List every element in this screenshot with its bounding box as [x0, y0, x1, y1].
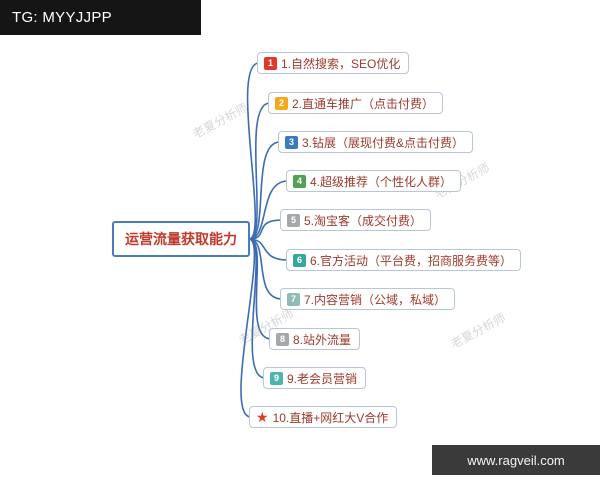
branch-label: 4.超级推荐（个性化人群） — [310, 174, 453, 189]
branch-label: 10.直播+网红大V合作 — [272, 410, 389, 425]
branch-label: 1.自然搜索，SEO优化 — [281, 56, 401, 71]
priority-2-icon: 2 — [275, 96, 288, 110]
branch-node-9[interactable]: 9 9.老会员营销 — [263, 367, 367, 389]
branch-label: 3.钻展（展现付费&点击付费） — [302, 135, 465, 150]
branch-node-7[interactable]: 7 7.内容营销（公域，私域） — [280, 288, 456, 310]
branch-label: 8.站外流量 — [293, 332, 352, 347]
priority-3-icon: 3 — [285, 135, 298, 149]
central-topic-node[interactable]: 运营流量获取能力 — [112, 221, 250, 257]
priority-6-icon: 6 — [293, 253, 306, 267]
star-marker-icon: ★ — [256, 409, 269, 425]
branch-label: 9.老会员营销 — [287, 371, 358, 386]
branch-node-5[interactable]: 5 5.淘宝客（成交付费） — [280, 209, 432, 231]
branch-node-4[interactable]: 4 4.超级推荐（个性化人群） — [286, 170, 462, 192]
priority-1-icon: 1 — [264, 56, 277, 70]
branch-label: 7.内容营销（公域，私域） — [304, 292, 447, 307]
branch-node-3[interactable]: 3 3.钻展（展现付费&点击付费） — [278, 131, 474, 153]
tg-handle-label: TG: MYYJJPP — [12, 9, 112, 26]
branch-node-10[interactable]: ★10.直播+网红大V合作 — [249, 406, 398, 428]
branch-node-8[interactable]: 8 8.站外流量 — [269, 328, 361, 350]
branch-label: 2.直通车推广（点击付费） — [292, 96, 435, 111]
branch-label: 6.官方活动（平台费，招商服务费等） — [310, 253, 513, 268]
branch-node-6[interactable]: 6 6.官方活动（平台费，招商服务费等） — [286, 249, 522, 271]
priority-4-icon: 4 — [293, 174, 306, 188]
site-url-label: www.ragveil.com — [467, 452, 565, 468]
priority-5-icon: 5 — [287, 213, 300, 227]
branch-label: 5.淘宝客（成交付费） — [304, 213, 423, 228]
site-url-bar: www.ragveil.com — [432, 445, 600, 475]
branch-node-1[interactable]: 1 1.自然搜索，SEO优化 — [257, 52, 410, 74]
watermark-text: 老夏分析师 — [190, 100, 251, 142]
watermark-text: 老夏分析师 — [448, 310, 509, 352]
central-topic-label: 运营流量获取能力 — [125, 231, 237, 247]
priority-9-icon: 9 — [270, 371, 283, 385]
priority-8-icon: 8 — [276, 332, 289, 346]
branch-node-2[interactable]: 2 2.直通车推广（点击付费） — [268, 92, 444, 114]
tg-handle-bar: TG: MYYJJPP — [0, 0, 201, 35]
priority-7-icon: 7 — [287, 292, 300, 306]
